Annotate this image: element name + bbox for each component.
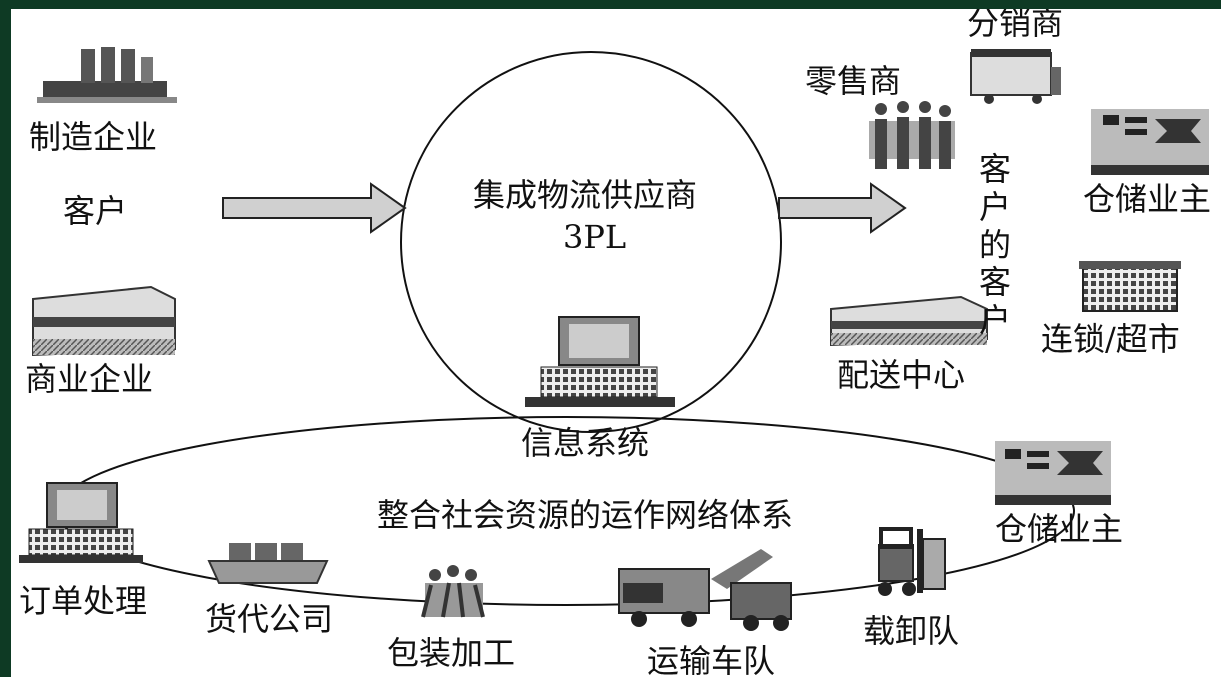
grid-building-icon: [1079, 261, 1181, 312]
label-customers-customer-1: 客户: [978, 150, 1011, 226]
label-customers-customer-3: 客户: [978, 263, 1011, 339]
label-commercial-enterprise: 商业企业: [25, 360, 154, 398]
computer-icon: [525, 316, 675, 407]
label-distributor: 分销商: [967, 9, 1064, 42]
integrator-circle: [400, 51, 782, 433]
label-transport-fleet: 运输车队: [647, 642, 776, 677]
people-icon: [869, 101, 955, 169]
label-integrator: 集成物流供应商: [473, 176, 698, 214]
label-warehouse-owner-bottom: 仓储业主: [995, 510, 1124, 548]
warehouse-icon: [1091, 109, 1209, 175]
label-customers-customer: 客户 的 客户: [975, 150, 1015, 340]
trucks-icon: [618, 549, 792, 631]
arrow-left: [222, 182, 407, 234]
ship-icon: [207, 543, 329, 584]
building-icon: [830, 295, 988, 347]
label-manufacturer: 制造企业: [29, 118, 158, 156]
forklift-icon: [878, 527, 946, 596]
label-order-processing: 订单处理: [19, 582, 148, 620]
label-freight-forwarder: 货代公司: [205, 600, 334, 638]
factory-icon: [37, 47, 177, 103]
label-info-system: 信息系统: [521, 424, 650, 462]
diagram-graphics: [19, 47, 1209, 631]
label-customer: 客户: [63, 192, 128, 230]
label-3pl: 3PL: [563, 218, 627, 256]
label-packaging: 包装加工: [387, 634, 516, 672]
arrow-right: [778, 182, 907, 234]
diagram-canvas: 制造企业 客户 商业企业 集成物流供应商 3PL 信息系统 分销商 零售商 客户…: [11, 9, 1221, 677]
warehouse-icon: [995, 441, 1111, 505]
crowd-icon: [421, 565, 485, 618]
computer-icon: [19, 482, 143, 563]
label-distribution-center: 配送中心: [837, 356, 966, 394]
truck-icon: [970, 49, 1061, 104]
label-warehouse-owner-top: 仓储业主: [1083, 180, 1212, 218]
label-network: 整合社会资源的运作网络体系: [377, 496, 794, 534]
building-icon: [32, 285, 176, 357]
label-retailer: 零售商: [805, 62, 902, 100]
label-customers-customer-2: 的: [978, 225, 1011, 264]
label-chain-supermarket: 连锁/超市: [1041, 320, 1180, 358]
label-loading-team: 载卸队: [863, 612, 960, 650]
